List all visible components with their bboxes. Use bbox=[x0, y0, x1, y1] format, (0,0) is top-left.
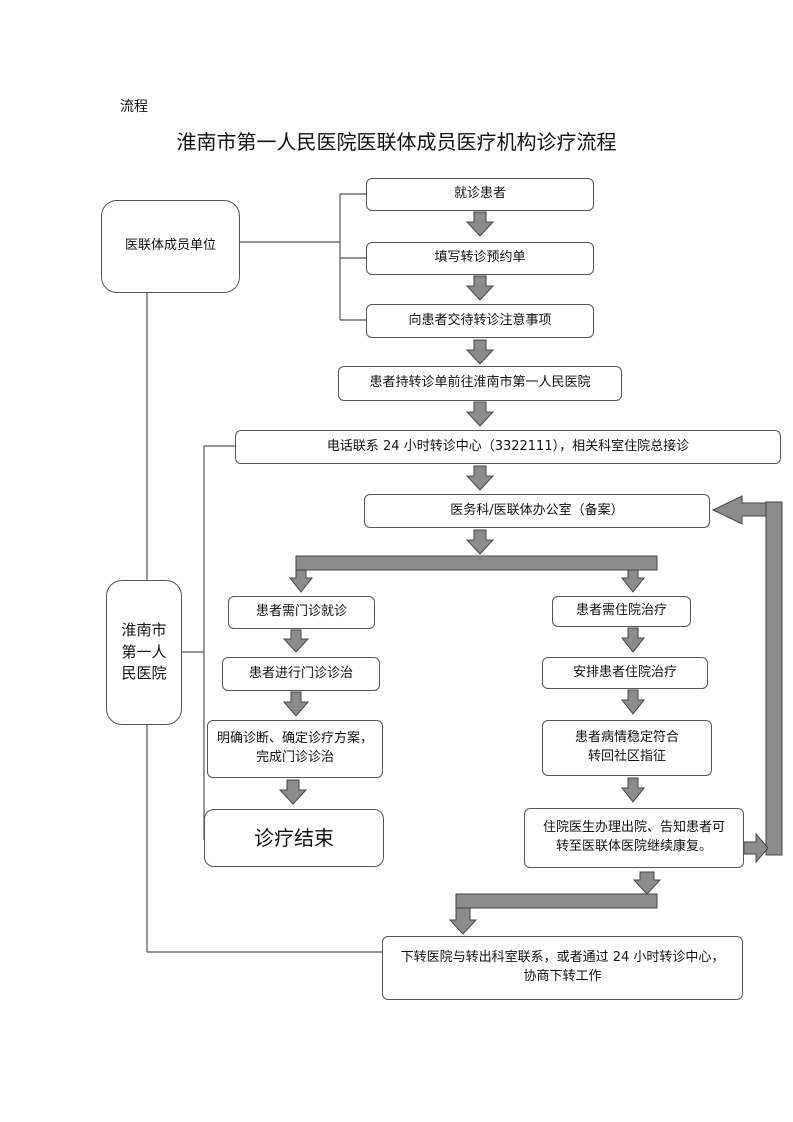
visit-patient-box: 就诊患者 bbox=[366, 178, 594, 211]
arrow-down-icon bbox=[632, 871, 662, 895]
arrow-down-icon bbox=[448, 907, 478, 935]
arrow-down-icon bbox=[620, 777, 646, 803]
arrange-inpatient-box: 安排患者住院治疗 bbox=[542, 657, 708, 689]
arrow-down-icon bbox=[465, 211, 495, 237]
arrow-down-icon bbox=[278, 779, 308, 805]
arrow-down-icon bbox=[465, 529, 495, 555]
notify-patient-box: 向患者交待转诊注意事项 bbox=[366, 304, 594, 338]
arrow-down-icon bbox=[620, 569, 646, 593]
call-center-box: 电话联系 24 小时转诊中心（3322111），相关科室住院总接诊 bbox=[235, 430, 781, 464]
arrow-down-icon bbox=[465, 275, 495, 301]
arrow-left-icon bbox=[711, 495, 767, 525]
arrow-down-icon bbox=[282, 629, 310, 653]
treatment-end-box: 诊疗结束 bbox=[204, 809, 384, 867]
fill-form-box: 填写转诊预约单 bbox=[366, 242, 594, 275]
doc-label: 流程 bbox=[120, 99, 148, 115]
arrow-down-icon bbox=[620, 627, 646, 653]
split-bar bbox=[295, 555, 658, 571]
discharge-box: 住院医生办理出院、告知患者可 转至医联体医院继续康复。 bbox=[524, 808, 744, 868]
stable-condition-box: 患者病情稳定符合 转回社区指征 bbox=[542, 720, 712, 776]
outpatient-treat-box: 患者进行门诊诊治 bbox=[222, 657, 380, 691]
first-hospital-box: 淮南市 第一人 民医院 bbox=[106, 580, 182, 725]
arrow-down-icon bbox=[282, 691, 310, 717]
outpatient-need-box: 患者需门诊就诊 bbox=[228, 596, 375, 629]
page-title: 淮南市第一人民医院医联体成员医疗机构诊疗流程 bbox=[176, 130, 617, 154]
flow-arrows bbox=[278, 211, 783, 935]
inpatient-need-box: 患者需住院治疗 bbox=[552, 596, 691, 627]
arrow-down-icon bbox=[288, 569, 314, 593]
connector-lines bbox=[146, 193, 382, 953]
go-hospital-box: 患者持转诊单前往淮南市第一人民医院 bbox=[338, 366, 622, 401]
member-unit-box: 医联体成员单位 bbox=[101, 200, 240, 293]
medical-office-box: 医务科/医联体办公室（备案） bbox=[364, 494, 710, 528]
arrow-down-icon bbox=[465, 401, 495, 427]
feedback-arrow bbox=[765, 501, 783, 856]
downward-referral-box: 下转医院与转出科室联系，或者通过 24 小时转诊中心， 协商下转工作 bbox=[382, 936, 743, 1000]
arrow-down-icon bbox=[465, 465, 495, 491]
arrow-down-icon bbox=[620, 689, 646, 715]
arrow-down-icon bbox=[465, 339, 495, 365]
merge-bar bbox=[455, 893, 658, 909]
diagnosis-plan-box: 明确诊断、确定诊疗方案， 完成门诊诊治 bbox=[207, 720, 383, 778]
arrow-right-icon bbox=[743, 832, 769, 864]
